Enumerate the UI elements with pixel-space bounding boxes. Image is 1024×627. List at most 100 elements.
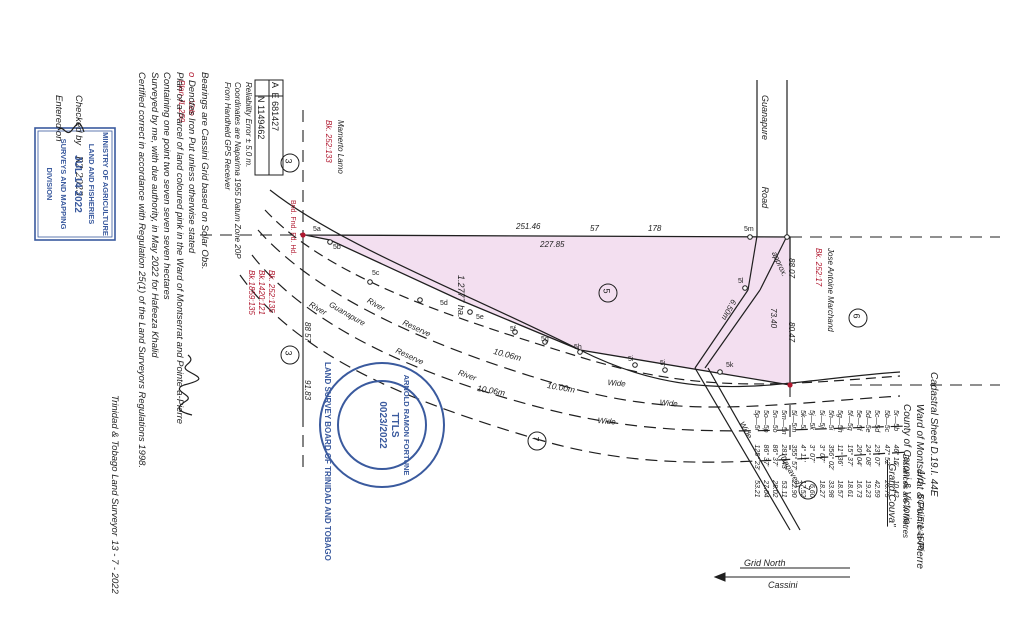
traverse-bearing: 356° 02' bbox=[826, 444, 834, 471]
dim-east-1: 88 bbox=[787, 258, 796, 267]
st-5f: 5f bbox=[510, 326, 516, 333]
board-ring: LAND SURVEY BOARD OF TRINIDAD AND TOBAGO bbox=[323, 362, 332, 561]
st-5h: 5h bbox=[574, 344, 582, 351]
traverse-line: 5l—5m bbox=[789, 410, 797, 433]
traverse-distance: 18.27 bbox=[817, 480, 825, 498]
coord-point: A bbox=[270, 82, 280, 88]
traverse-bearing: 24° 08' bbox=[864, 444, 872, 467]
owner-north-bk: Bk. 252:133 bbox=[324, 120, 333, 163]
river-lines bbox=[239, 189, 911, 463]
station-red-2 bbox=[300, 232, 306, 238]
width-1: 10.06m bbox=[492, 346, 523, 363]
wide-label-3: Wide bbox=[597, 416, 617, 427]
traverse-distance: 53.11 bbox=[780, 480, 788, 498]
traverse-bearing: 281° 43' bbox=[780, 444, 788, 471]
traverse-distance: 27.04 bbox=[761, 480, 769, 498]
road-word: Road bbox=[760, 186, 770, 209]
traverse-bearing: 4° 11' bbox=[799, 444, 807, 462]
nb-3-top: 3 bbox=[283, 158, 294, 164]
station-marks bbox=[327, 234, 790, 375]
dim-east-2: 07 bbox=[787, 269, 796, 279]
st-5b: 5b bbox=[333, 244, 341, 251]
traverse-distance: 33.98 bbox=[826, 480, 834, 498]
traverse-distance: 42.59 bbox=[873, 480, 881, 498]
coord-reliability: Reliability Error ± 5.0 m. bbox=[244, 82, 253, 168]
traverse-row: 5h—5i 356° 02' 33.98 bbox=[826, 405, 835, 503]
traverse-line: 5d—5e bbox=[864, 410, 872, 433]
coord-n: 1149462 bbox=[256, 105, 266, 140]
bnd-fnd: Bnd. Fnd. Fd. Hd. bbox=[289, 200, 296, 256]
wide-label-2: Wide bbox=[659, 398, 679, 409]
traverse-bearing: 86° 37' bbox=[771, 444, 779, 467]
reserve-label-1: Reserve bbox=[401, 318, 433, 339]
dim-west-1: 91.83 bbox=[303, 380, 312, 401]
iron-put-note: Denotes Iron Put unless otherwise stated bbox=[186, 79, 198, 254]
dim-north-4: 57 bbox=[590, 224, 599, 233]
owner-south-bk-2: Bk.1420:121 bbox=[257, 270, 266, 315]
river-label-1: River bbox=[365, 296, 387, 314]
traverse-bearing: 11° 36' bbox=[836, 444, 844, 466]
st-5m: 5m bbox=[744, 226, 754, 233]
traverse-bearing: 15° 37' bbox=[845, 444, 853, 467]
parcel-area: 1.2777 ha. bbox=[456, 275, 466, 318]
st-5e: 5e bbox=[476, 314, 484, 321]
traverse-bearing: 3° 07' bbox=[817, 444, 825, 463]
traverse-distance: 6.60 bbox=[808, 483, 816, 498]
width-2: 10.00m bbox=[546, 380, 576, 395]
traverse-distance: 16.73 bbox=[854, 480, 862, 498]
river-label-3: River bbox=[456, 368, 478, 383]
st-5j: 5j bbox=[660, 360, 666, 367]
traverse-bearing: 125° 23' bbox=[752, 444, 760, 471]
traverse-line: 5n—5o bbox=[771, 410, 779, 433]
distances-note: Distances are in Metres bbox=[901, 454, 910, 539]
checked-signature bbox=[57, 122, 85, 134]
st-5a: 5a bbox=[313, 226, 321, 233]
certified-note: Certified correct in accordance with Reg… bbox=[136, 72, 148, 469]
containing-note: Containing one point two seven seven sev… bbox=[161, 72, 173, 300]
guanapure-river-label: Guanapure bbox=[327, 300, 367, 328]
board-center-3: 0023/2022 bbox=[377, 401, 388, 449]
dim-west-3: 57 bbox=[303, 333, 312, 343]
dim-east-3: 80.47 bbox=[787, 322, 796, 343]
iron-put-symbol: o bbox=[186, 72, 198, 78]
width-3: 10.06m bbox=[476, 383, 506, 398]
surveyor-title: Trinidad & Tobago Land Surveyor bbox=[109, 395, 120, 537]
traverse-distance: 53.21 bbox=[752, 480, 760, 498]
owner-south-bk-1: Bk. 252:135 bbox=[267, 270, 276, 313]
traverse-line: 5o—5p bbox=[761, 410, 769, 433]
st-5g: 5g bbox=[541, 336, 549, 343]
dim-north-2: 227.85 bbox=[540, 240, 565, 249]
dim-road: 73.40 bbox=[769, 308, 778, 329]
grid-north-label: Grid North bbox=[744, 558, 786, 568]
coord-e-label: E bbox=[270, 92, 280, 99]
traverse-distance: 22.90 bbox=[789, 480, 797, 498]
cadastral-sheet: Cadastral Sheet D.19.I. 44E bbox=[928, 372, 939, 497]
north-arrow bbox=[713, 567, 850, 582]
traverse-line: 5h—5i bbox=[826, 410, 834, 431]
traverse-distance: 18.57 bbox=[836, 480, 844, 498]
board-stamp bbox=[319, 362, 445, 488]
traverse-line: 5e—5f bbox=[854, 410, 862, 431]
board-center-2: TTLS bbox=[389, 412, 400, 438]
traverse-distance: 28.02 bbox=[771, 480, 779, 498]
traverse-bearing: 3° 07' bbox=[808, 444, 816, 463]
traverse-bearing: 23° 07' bbox=[873, 444, 881, 467]
traverse-distance: 18.61 bbox=[845, 480, 853, 498]
traverse-line: 5k—5l bbox=[799, 410, 807, 430]
traverse-distance: 17.52 bbox=[799, 480, 807, 498]
surveyed-note: Surveyed by me, with due authority, in M… bbox=[148, 72, 160, 358]
traverse-row: 5f—5g 15° 37' 18.61 bbox=[844, 405, 853, 503]
traverse-bearing: 86° 37' bbox=[761, 444, 769, 467]
st-5i: 5i bbox=[628, 356, 634, 363]
traverse-line: 5f—5g bbox=[845, 410, 853, 431]
traverse-line: 5b—5c bbox=[882, 410, 890, 433]
